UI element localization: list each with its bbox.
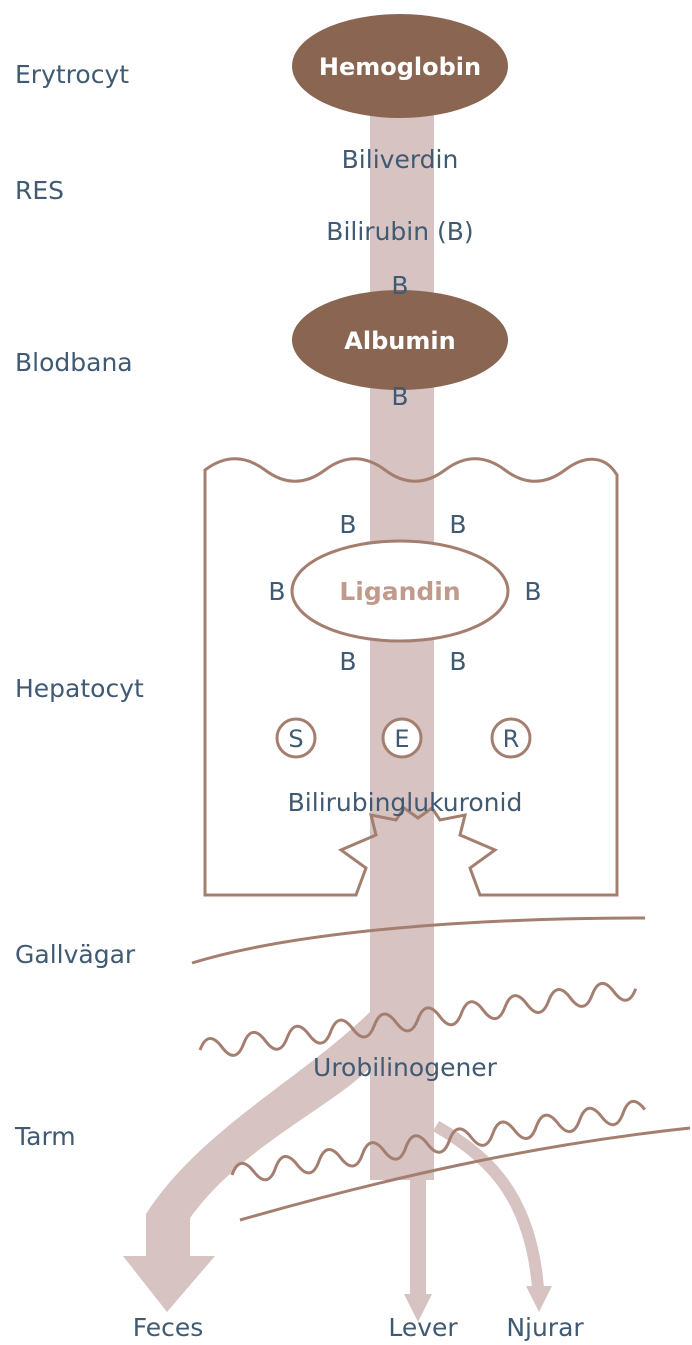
stage-erytrocyt: Erytrocyt: [15, 60, 129, 89]
b-label-left: B: [268, 577, 285, 606]
stage-blodbana: Blodbana: [15, 348, 133, 377]
stage-hepatocyt: Hepatocyt: [15, 674, 144, 703]
b-label-top-left: B: [339, 510, 356, 539]
enzyme-s-label: S: [288, 725, 303, 753]
enzyme-r-label: R: [503, 725, 520, 753]
stage-res: RES: [15, 176, 64, 205]
b-label-blood: B: [391, 382, 408, 411]
biliverdin-label: Biliverdin: [342, 145, 459, 174]
b-label-right: B: [524, 577, 541, 606]
b-label-bottom-left: B: [339, 647, 356, 676]
b-label-top-right: B: [449, 510, 466, 539]
output-lever: Lever: [388, 1313, 458, 1342]
stage-tarm: Tarm: [14, 1122, 76, 1151]
bilirubin-label: Bilirubin (B): [326, 217, 473, 246]
output-feces: Feces: [133, 1313, 204, 1342]
njurar-arrow: [436, 1126, 538, 1288]
glucuronide-label: Bilirubinglukuronid: [288, 788, 523, 817]
urobilinogen-label: Urobilinogener: [313, 1053, 498, 1082]
hemoglobin-label: Hemoglobin: [319, 53, 481, 81]
output-njurar: Njurar: [506, 1313, 584, 1342]
stage-gallvagar: Gallvägar: [15, 940, 136, 969]
b-label-bottom-right: B: [449, 647, 466, 676]
njurar-arrowhead: [526, 1286, 552, 1312]
ligandin-label: Ligandin: [339, 577, 460, 606]
albumin-label: Albumin: [344, 327, 455, 355]
b-label-rres: B: [391, 271, 408, 300]
enzyme-e-label: E: [394, 725, 409, 753]
